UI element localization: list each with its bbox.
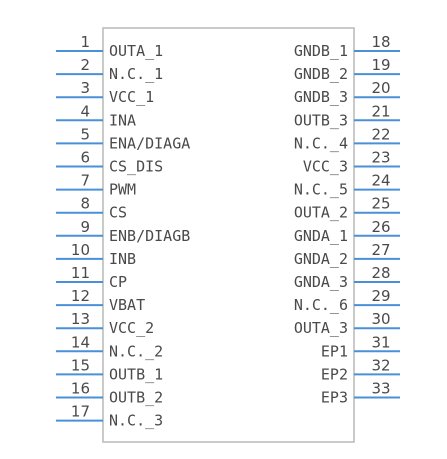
pin-label-23: VCC_3	[303, 158, 348, 176]
pin-number-3: 3	[80, 79, 90, 97]
pin-label-28: GNDA_3	[294, 273, 348, 291]
pin-label-1: OUTA_1	[109, 42, 163, 60]
pin-label-16: OUTB_2	[109, 389, 163, 407]
pin-number-14: 14	[71, 333, 90, 351]
pin-number-2: 2	[80, 56, 90, 74]
pin-label-27: GNDA_2	[294, 250, 348, 268]
pin-label-20: GNDB_3	[294, 88, 348, 106]
pin-number-19: 19	[371, 56, 390, 74]
pin-label-14: N.C._2	[109, 342, 163, 360]
pin-label-26: GNDA_1	[294, 227, 348, 245]
pin-label-2: N.C._1	[109, 65, 163, 83]
pin-number-13: 13	[71, 310, 90, 328]
pin-number-17: 17	[71, 403, 90, 421]
pin-number-12: 12	[71, 287, 90, 305]
pin-label-17: N.C._3	[109, 412, 163, 430]
pin-number-24: 24	[371, 172, 390, 190]
pin-label-25: OUTA_2	[294, 204, 348, 222]
pin-label-21: OUTB_3	[294, 111, 348, 129]
pin-label-4: INA	[109, 111, 136, 129]
pin-number-8: 8	[80, 195, 90, 213]
pin-label-9: ENB/DIAGB	[109, 227, 190, 245]
pin-number-30: 30	[371, 310, 390, 328]
pin-number-6: 6	[80, 149, 90, 167]
pin-label-15: OUTB_1	[109, 365, 163, 383]
pin-number-25: 25	[371, 195, 390, 213]
pin-number-26: 26	[371, 218, 390, 236]
pin-label-30: OUTA_3	[294, 319, 348, 337]
pin-label-19: GNDB_2	[294, 65, 348, 83]
pin-number-7: 7	[80, 172, 90, 190]
pin-number-9: 9	[80, 218, 90, 236]
pin-label-22: N.C._4	[294, 134, 348, 152]
pin-number-27: 27	[371, 241, 390, 259]
pin-number-33: 33	[371, 380, 390, 398]
pin-number-22: 22	[371, 125, 390, 143]
pin-number-15: 15	[71, 356, 90, 374]
pin-label-31: EP1	[321, 342, 348, 360]
pin-label-13: VCC_2	[109, 319, 154, 337]
pin-label-12: VBAT	[109, 296, 145, 314]
pin-number-5: 5	[80, 125, 90, 143]
pin-number-4: 4	[80, 102, 90, 120]
pin-label-18: GNDB_1	[294, 42, 348, 60]
pin-number-32: 32	[371, 356, 390, 374]
pin-label-5: ENA/DIAGA	[109, 134, 190, 152]
pin-label-7: PWM	[109, 181, 136, 199]
pin-label-8: CS	[109, 204, 127, 222]
pin-number-23: 23	[371, 149, 390, 167]
pin-number-29: 29	[371, 287, 390, 305]
pin-label-33: EP3	[321, 389, 348, 407]
pin-label-6: CS_DIS	[109, 158, 163, 176]
pin-number-31: 31	[371, 333, 390, 351]
ic-body	[102, 27, 355, 443]
pin-label-29: N.C._6	[294, 296, 348, 314]
pin-number-28: 28	[371, 264, 390, 282]
pin-label-32: EP2	[321, 365, 348, 383]
pin-label-24: N.C._5	[294, 181, 348, 199]
pin-number-11: 11	[71, 264, 90, 282]
pin-label-10: INB	[109, 250, 136, 268]
pin-number-18: 18	[371, 33, 390, 51]
pin-number-1: 1	[80, 33, 90, 51]
pin-number-16: 16	[71, 380, 90, 398]
pin-number-10: 10	[71, 241, 90, 259]
pin-label-11: CP	[109, 273, 127, 291]
pin-number-21: 21	[371, 102, 390, 120]
pin-number-20: 20	[371, 79, 390, 97]
pin-label-3: VCC_1	[109, 88, 154, 106]
